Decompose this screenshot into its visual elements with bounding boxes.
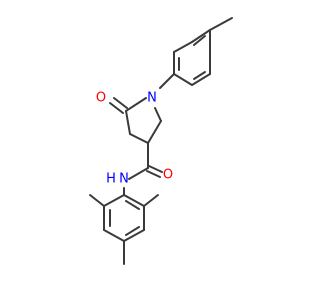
ketone-oxygen-label: O: [96, 91, 106, 106]
bond-mesityl-ring: [123, 229, 145, 242]
bond-mesityl-aromatic: [125, 200, 140, 210]
bond-ketone-double: [113, 97, 128, 109]
bond-lactam-ring: [125, 110, 131, 135]
amide-nitrogen-label: N: [119, 172, 129, 187]
ring-nitrogen-label: N: [147, 91, 157, 106]
bond-tolyl-ring: [191, 73, 211, 86]
bond-amide-cn: [128, 167, 149, 180]
bond-mesityl-ring: [103, 229, 125, 242]
atom-labels: N O O N H: [96, 91, 173, 187]
bond-tolyl-methyl: [209, 17, 233, 31]
bond-mesityl-methyl: [143, 194, 159, 207]
bond-lactam-ring: [125, 97, 147, 112]
bond-tolyl-n: [159, 73, 175, 89]
amide-hydrogen-label: H: [106, 172, 116, 187]
bond-tolyl-ring: [173, 73, 193, 86]
bond-tolyl-ring: [173, 41, 193, 53]
bond-mesityl-aromatic: [125, 226, 140, 236]
molecule-structure: N O O N H: [89, 17, 233, 265]
bond-mesityl-methyl: [89, 194, 105, 207]
bond-lactam-ring: [129, 133, 149, 144]
bond-mesityl-ring: [123, 194, 145, 207]
bond-mesityl-ring: [103, 194, 125, 207]
bond-lactam-ring: [154, 107, 162, 122]
bond-lactam-ring: [147, 120, 162, 144]
bond-amide-double: [146, 170, 161, 178]
amide-oxygen-label: O: [163, 168, 173, 183]
bond-ketone-double: [109, 102, 124, 114]
bond-tolyl-aromatic: [193, 35, 206, 46]
bonds: [89, 17, 233, 265]
bond-amide-double: [148, 165, 163, 173]
bond-tolyl-ring: [191, 29, 211, 43]
bond-tolyl-aromatic: [193, 71, 206, 80]
